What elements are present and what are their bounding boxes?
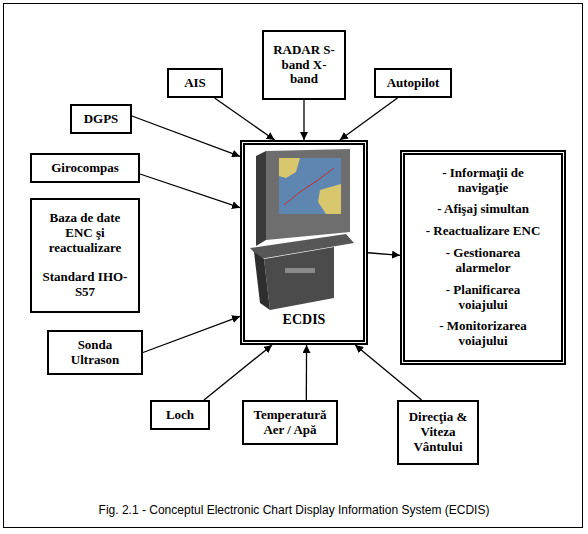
node-text: Temperatură Aer / Apă	[248, 408, 332, 438]
console-logo-plate	[285, 268, 315, 273]
node-text: ECDIS	[283, 312, 326, 328]
node-text: Autopilot	[387, 76, 440, 91]
arrow-connector	[303, 100, 304, 140]
node-text: - Afişaj simultan	[437, 202, 529, 217]
node-text: Sonda Ultrason	[53, 338, 137, 368]
chart-route	[284, 168, 334, 205]
node-text: - Informaţii de navigaţie	[425, 166, 541, 196]
input-box: DGPS	[70, 104, 132, 134]
arrow-connector	[132, 116, 240, 156]
output-box: - Informaţii de navigaţie - Afişaj simult…	[400, 150, 566, 365]
input-box: AIS	[167, 68, 223, 98]
arrow-connector	[306, 345, 308, 400]
node-text: - Gestionarea alarmelor	[425, 246, 541, 276]
node-text: Girocompas	[51, 161, 119, 176]
arrow-connector	[215, 98, 275, 140]
input-box: Autopilot	[374, 68, 452, 98]
arrow-connector	[340, 98, 398, 140]
node-text: Baza de date ENC şi reactualizare	[40, 211, 130, 256]
node-text: - Reactualizare ENC	[426, 224, 541, 239]
node-text: RADAR S-band X-band	[268, 43, 340, 88]
node-text: - Monitorizarea voiajului	[425, 319, 541, 349]
input-box: RADAR S-band X-band	[262, 30, 346, 100]
console-screen	[279, 158, 341, 214]
database-box: Baza de date ENC şi reactualizareStandar…	[30, 198, 140, 313]
node-text: Standard IHO-S57	[40, 270, 130, 300]
input-box: Loch	[150, 400, 210, 430]
console-pedestal	[264, 247, 334, 310]
arrow-connector	[355, 345, 421, 400]
node-text: - Planificarea voiajului	[425, 283, 541, 313]
arrow-connector	[143, 316, 240, 352]
arrow-connector	[204, 345, 272, 400]
node-text: Loch	[166, 408, 194, 423]
console-pedestal-side	[254, 252, 270, 310]
figure-caption: Fig. 2.1 - Conceptul Electronic Chart Di…	[4, 503, 584, 517]
console-side	[256, 151, 266, 246]
arrow-connector	[368, 253, 400, 256]
console-monitor	[266, 149, 350, 240]
input-box: Temperatură Aer / Apă	[242, 400, 338, 445]
input-box: Sonda Ultrason	[47, 330, 143, 375]
chart-land	[279, 158, 341, 214]
node-text: AIS	[184, 76, 206, 91]
input-box: Direcţia & Viteza Vântului	[397, 400, 479, 465]
arrow-connector	[140, 174, 240, 208]
node-text: DGPS	[84, 112, 119, 127]
node-text: Direcţia & Viteza Vântului	[403, 410, 473, 455]
ecdis-box: ECDIS	[240, 140, 368, 345]
input-box: Girocompas	[30, 153, 140, 183]
